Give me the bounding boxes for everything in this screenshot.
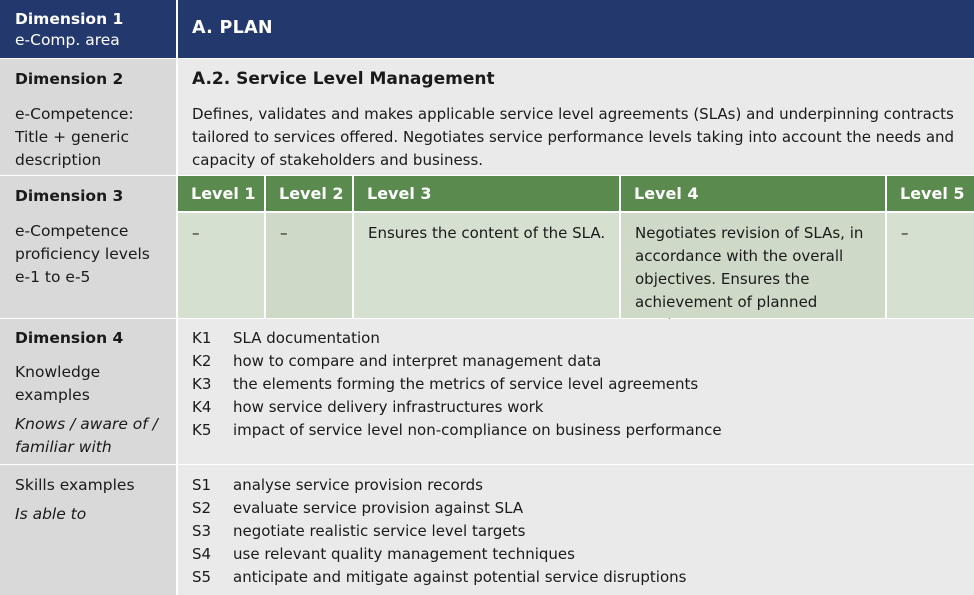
level-1-text: – (178, 213, 264, 318)
skills-label-cell: Skills examples Is able to (0, 465, 176, 595)
level-2-header: Level 2 (266, 176, 352, 211)
skills-label: Skills examples (15, 476, 135, 494)
item-text: the elements forming the metrics of serv… (233, 375, 699, 393)
label-line: description (15, 151, 102, 169)
dimension2-row: Dimension 2 e-Competence: Title + generi… (0, 59, 974, 175)
dimension4-heading: Dimension 4 (15, 329, 124, 347)
item-code: S4 (192, 545, 212, 563)
item-text: SLA documentation (233, 329, 380, 347)
dimension2-heading: Dimension 2 (15, 70, 124, 88)
competence-description: Defines, validates and makes applicable … (192, 105, 955, 169)
list-item: S3 negotiate realistic service level targ… (192, 520, 960, 543)
level-4-text: Negotiates revision of SLAs, in accordan… (621, 213, 885, 334)
level-4-header: Level 4 (621, 176, 885, 211)
level-2-text: – (266, 213, 352, 318)
skills-row: Skills examples Is able to S1 analyse ser… (0, 465, 974, 595)
list-item: K2 how to compare and interpret managemen… (192, 350, 960, 373)
list-item: S1 analyse service provision records (192, 474, 960, 497)
level-3-header: Level 3 (354, 176, 619, 211)
item-code: S3 (192, 522, 212, 540)
dimension4-label-cell: Dimension 4 Knowledge examples Knows / a… (0, 319, 176, 464)
item-code: S5 (192, 568, 212, 586)
dimension3-row: Dimension 3 e-Competence proficiency lev… (0, 176, 974, 334)
list-item: S4 use relevant quality management techni… (192, 543, 960, 566)
level-5-text: – (887, 213, 974, 318)
dimension1-row: Dimension 1 e-Comp. area A. PLAN (0, 0, 974, 58)
label-line: e-1 to e-5 (15, 268, 91, 286)
competence-title: A.2. Service Level Management (192, 69, 495, 89)
item-code: K2 (192, 352, 212, 370)
dimension3-label-cell: Dimension 3 e-Competence proficiency lev… (0, 176, 176, 318)
list-item: K1 SLA documentation (192, 327, 960, 350)
label-line: examples (15, 386, 90, 404)
label-line: Knows / aware of / (15, 415, 158, 433)
dimension3-label: e-Competence proficiency levels e-1 to e… (15, 220, 176, 289)
label-line: familiar with (15, 438, 112, 456)
dimension1-heading: Dimension 1 (15, 10, 124, 28)
item-code: K5 (192, 421, 212, 439)
skills-italic-label: Is able to (15, 505, 87, 523)
column-divider (176, 0, 178, 58)
dimension3-heading: Dimension 3 (15, 187, 124, 205)
item-code: S2 (192, 499, 212, 517)
item-code: K4 (192, 398, 212, 416)
list-item: K3 the elements forming the metrics of se… (192, 373, 960, 396)
list-item: S5 anticipate and mitigate against potent… (192, 566, 960, 589)
knowledge-list: K1 SLA documentation K2 how to compare and… (178, 319, 974, 464)
list-item: S2 evaluate service provision against SLA (192, 497, 960, 520)
proficiency-levels-grid: Level 1 Level 2 Level 3 Level 4 Level 5 … (178, 176, 974, 334)
dimension1-subheading: e-Comp. area (15, 31, 120, 49)
dimension2-content-cell: A.2. Service Level Management Defines, v… (178, 59, 974, 175)
item-text: use relevant quality management techniqu… (233, 545, 575, 563)
item-text: evaluate service provision against SLA (233, 499, 524, 517)
skills-list: S1 analyse service provision records S2 ev… (178, 465, 974, 595)
dimension1-label-cell: Dimension 1 e-Comp. area (0, 0, 176, 58)
label-line: proficiency levels (15, 245, 150, 263)
label-line: Title + generic (15, 128, 129, 146)
item-code: K3 (192, 375, 212, 393)
dimension4-row: Dimension 4 Knowledge examples Knows / a… (0, 319, 974, 464)
item-text: anticipate and mitigate against potentia… (233, 568, 687, 586)
label-line: e-Competence: (15, 105, 134, 123)
item-text: negotiate realistic service level target… (233, 522, 526, 540)
item-text: impact of service level non-compliance o… (233, 421, 722, 439)
dimension4-italic-label: Knows / aware of / familiar with (15, 413, 176, 459)
dimension2-label-cell: Dimension 2 e-Competence: Title + generi… (0, 59, 176, 175)
level-1-header: Level 1 (178, 176, 264, 211)
level-3-text: Ensures the content of the SLA. (354, 213, 619, 318)
dimension2-label: e-Competence: Title + generic descriptio… (15, 103, 176, 172)
dimension4-label: Knowledge examples (15, 361, 176, 407)
item-code: K1 (192, 329, 212, 347)
item-text: how to compare and interpret management … (233, 352, 602, 370)
competence-area-title: A. PLAN (178, 0, 974, 58)
label-line: e-Competence (15, 222, 129, 240)
item-text: analyse service provision records (233, 476, 483, 494)
label-line: Knowledge (15, 363, 101, 381)
list-item: K4 how service delivery infrastructures w… (192, 396, 960, 419)
item-text: how service delivery infrastructures wor… (233, 398, 544, 416)
item-code: S1 (192, 476, 212, 494)
list-item: K5 impact of service level non-compliance… (192, 419, 960, 442)
level-5-header: Level 5 (887, 176, 974, 211)
